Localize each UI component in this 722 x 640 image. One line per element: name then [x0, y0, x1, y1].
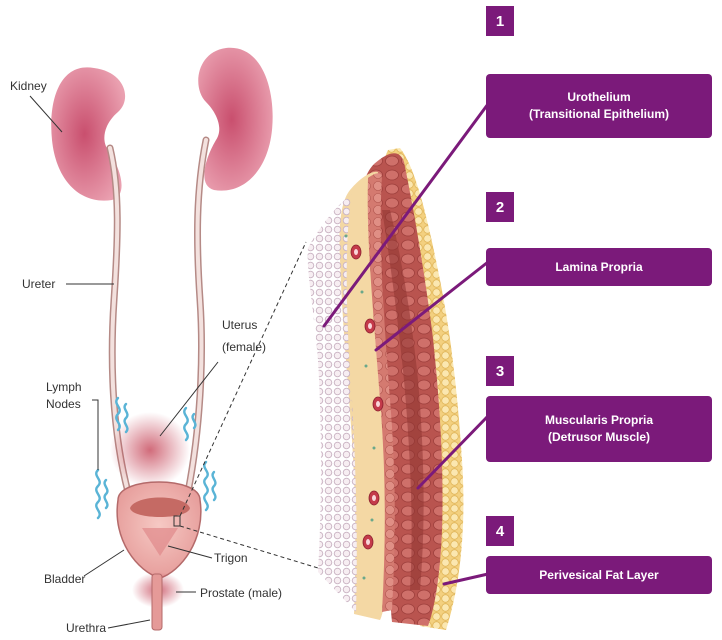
- layer-4-number: 4: [486, 516, 514, 546]
- layer-1-number: 1: [486, 6, 514, 36]
- bladder-wall-cross-section: [308, 148, 464, 630]
- ureter-label: Ureter: [22, 277, 55, 292]
- lymph-label-line1: Lymph: [46, 380, 82, 395]
- trigon-label: Trigon: [214, 551, 248, 566]
- lymph-label-line2: Nodes: [46, 397, 81, 412]
- layer-2-number: 2: [486, 192, 514, 222]
- uterus-glow: [110, 412, 190, 488]
- bladder-label: Bladder: [44, 572, 85, 587]
- layer-1-title: Urothelium: [567, 89, 630, 106]
- layer-1-subtitle: (Transitional Epithelium): [529, 106, 669, 123]
- urethra: [152, 574, 162, 630]
- layer-3-subtitle: (Detrusor Muscle): [548, 429, 650, 446]
- layer-2-title: Lamina Propria: [555, 259, 642, 276]
- uterus-label-line1: Uterus: [222, 318, 257, 333]
- right-kidney: [198, 48, 272, 191]
- prostate-label: Prostate (male): [200, 586, 282, 601]
- layer-4-title: Perivesical Fat Layer: [539, 567, 658, 584]
- kidney-label: Kidney: [10, 79, 47, 94]
- layer-3-box: Muscularis Propria (Detrusor Muscle): [486, 396, 712, 462]
- layer-1-box: Urothelium (Transitional Epithelium): [486, 74, 712, 138]
- layer-2-box: Lamina Propria: [486, 248, 712, 286]
- layer-3-title: Muscularis Propria: [545, 412, 653, 429]
- uterus-label-line2: (female): [222, 340, 266, 355]
- layer-4-box: Perivesical Fat Layer: [486, 556, 712, 594]
- layer-3-number: 3: [486, 356, 514, 386]
- urethra-label: Urethra: [66, 621, 106, 636]
